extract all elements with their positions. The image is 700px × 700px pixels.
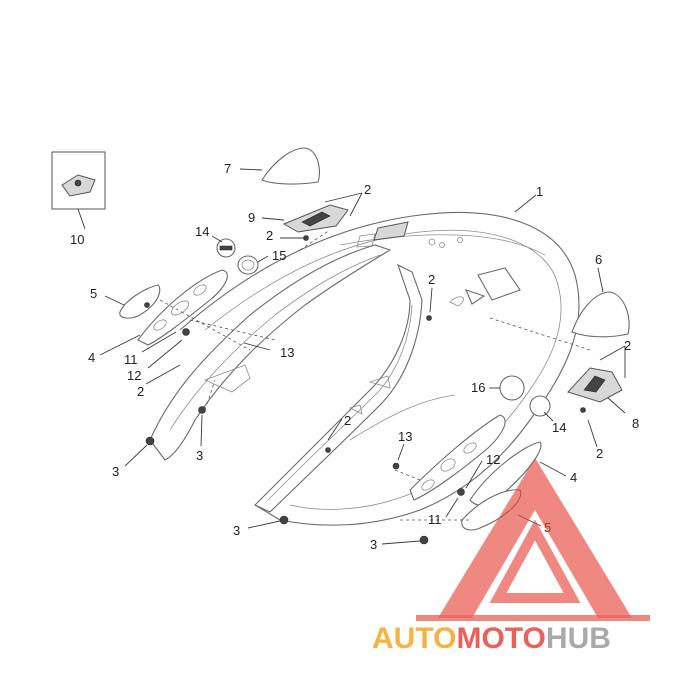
callout-10: 10 bbox=[70, 232, 84, 247]
callout-3: 3 bbox=[233, 523, 240, 538]
callout-8: 8 bbox=[632, 416, 639, 431]
callout-13: 13 bbox=[280, 345, 294, 360]
callout-2: 2 bbox=[137, 384, 144, 399]
grab-rail bbox=[282, 204, 349, 233]
callout-14: 14 bbox=[195, 224, 209, 239]
callout-15: 15 bbox=[272, 248, 286, 263]
watermark-moto: MOTO bbox=[456, 622, 545, 655]
callout-12: 12 bbox=[127, 368, 141, 383]
left-reflector-housing bbox=[137, 269, 228, 346]
callout-9: 9 bbox=[248, 210, 255, 225]
callout-2: 2 bbox=[624, 338, 631, 353]
right-nut bbox=[457, 488, 465, 496]
left-side-cover bbox=[149, 244, 392, 461]
callout-13: 13 bbox=[398, 429, 412, 444]
grommet-left bbox=[237, 255, 259, 275]
callout-12: 12 bbox=[486, 452, 500, 467]
callout-3: 3 bbox=[196, 448, 203, 463]
watermark-inner-triangle bbox=[489, 519, 581, 603]
right-light-cover bbox=[571, 291, 630, 338]
watermark-auto: AUTO bbox=[372, 622, 456, 655]
left-reflector-lens bbox=[119, 284, 161, 319]
bulb-cap-right bbox=[499, 375, 525, 401]
callout-labels: 1 7 2 9 2 14 15 5 4 11 12 2 13 2 6 2 8 2… bbox=[70, 161, 639, 552]
screw bbox=[144, 235, 586, 545]
callout-3: 3 bbox=[370, 537, 377, 552]
bulb-socket-left bbox=[216, 238, 236, 258]
callout-7: 7 bbox=[224, 161, 231, 176]
callout-2: 2 bbox=[344, 413, 351, 428]
callout-4: 4 bbox=[88, 350, 95, 365]
leader-lines bbox=[77, 168, 626, 545]
right-bracket bbox=[567, 367, 623, 403]
callout-4: 4 bbox=[570, 470, 577, 485]
top-light-cover bbox=[261, 147, 321, 185]
callout-5: 5 bbox=[90, 286, 97, 301]
right-reflector-housing bbox=[409, 414, 542, 506]
callout-6: 6 bbox=[595, 252, 602, 267]
lower-side-cover bbox=[254, 263, 423, 513]
watermark-hub: HUB bbox=[546, 622, 611, 655]
left-nut bbox=[182, 328, 190, 336]
callout-2: 2 bbox=[428, 272, 435, 287]
rear-body-panel bbox=[179, 212, 580, 526]
callout-3: 3 bbox=[112, 464, 119, 479]
callout-2: 2 bbox=[596, 446, 603, 461]
assembly-lines bbox=[159, 229, 591, 521]
clip-detail bbox=[51, 151, 106, 210]
watermark-triangle bbox=[438, 458, 632, 618]
watermark-logo: AUTOMOTOHUB bbox=[372, 458, 650, 655]
callout-2: 2 bbox=[364, 182, 371, 197]
callout-11: 11 bbox=[124, 352, 138, 367]
callout-2: 2 bbox=[266, 228, 273, 243]
callout-11: 11 bbox=[428, 512, 442, 527]
callout-16: 16 bbox=[471, 380, 485, 395]
callout-14: 14 bbox=[552, 420, 566, 435]
callout-1: 1 bbox=[536, 184, 543, 199]
grommet-right bbox=[529, 395, 551, 417]
watermark-text-auto: AUTOMOTOHUB bbox=[372, 622, 611, 655]
